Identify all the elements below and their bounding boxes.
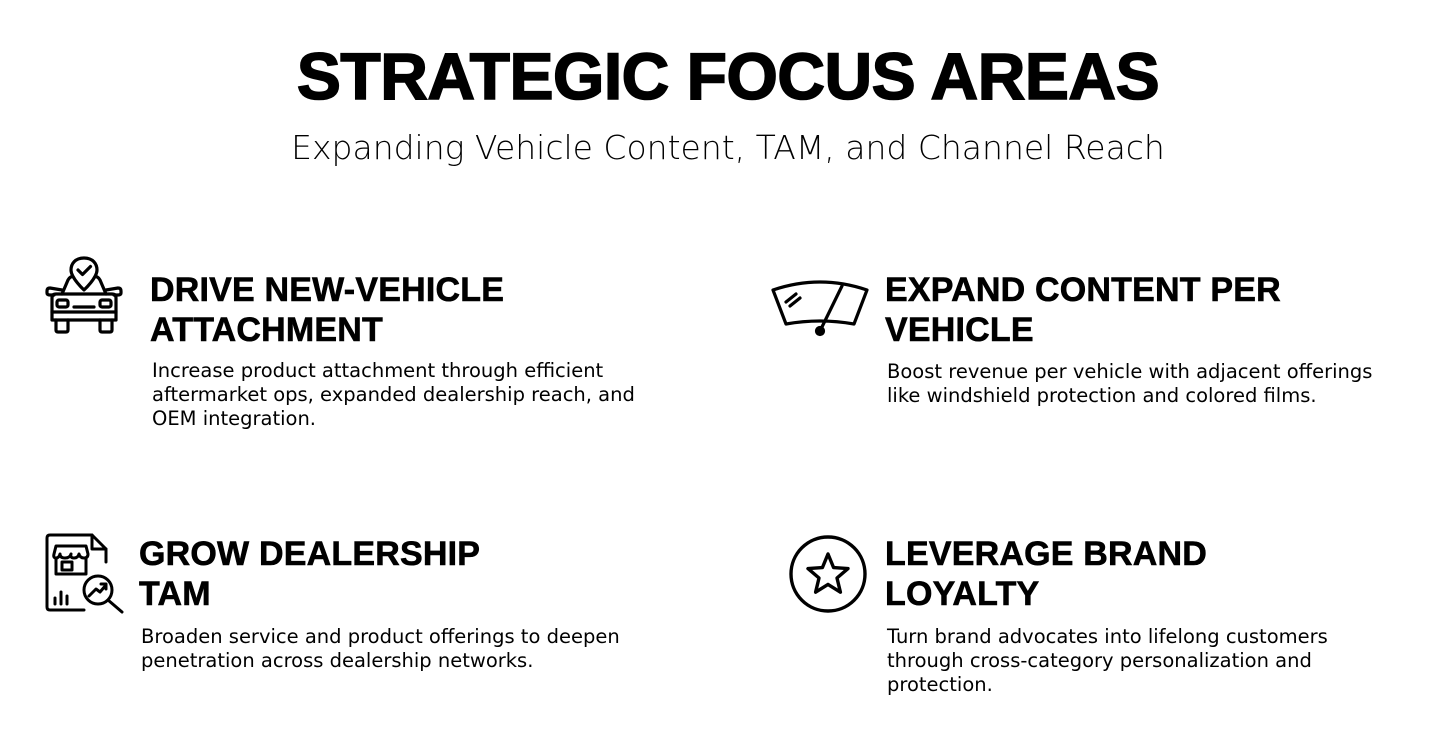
card-description: Turn brand advocates into lifelong custo… bbox=[887, 625, 1328, 696]
card-heading: EXPAND CONTENT PER VEHICLE bbox=[885, 271, 1281, 350]
car-checkmark-icon bbox=[44, 254, 124, 338]
star-circle-icon bbox=[788, 534, 868, 614]
card-heading: GROW DEALERSHIP TAM bbox=[139, 535, 481, 614]
page-subtitle: Expanding Vehicle Content, TAM, and Chan… bbox=[291, 128, 1165, 167]
card-heading: LEVERAGE BRAND LOYALTY bbox=[885, 535, 1208, 614]
dealership-growth-analysis-icon bbox=[44, 532, 126, 614]
page-title: STRATEGIC FOCUS AREAS bbox=[296, 38, 1160, 114]
card-description: Boost revenue per vehicle with adjacent … bbox=[887, 360, 1373, 407]
card-heading: DRIVE NEW-VEHICLE ATTACHMENT bbox=[150, 271, 505, 350]
card-description: Increase product attachment through effi… bbox=[152, 359, 635, 430]
windshield-wiper-icon bbox=[770, 278, 870, 338]
card-description: Broaden service and product offerings to… bbox=[141, 625, 620, 672]
